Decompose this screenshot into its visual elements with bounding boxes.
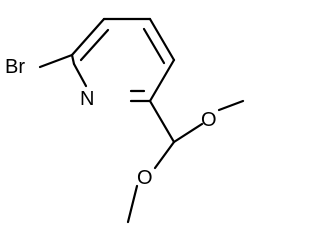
bond-o-upper-methyl bbox=[217, 99, 245, 112]
atom-labels: Br N O O bbox=[5, 56, 217, 189]
bond-acetal-o-upper bbox=[172, 122, 204, 144]
bond-n-c6 bbox=[72, 62, 88, 88]
atom-label-oxygen-upper: O bbox=[201, 109, 217, 131]
bond-c6-c5-double-outer bbox=[70, 17, 106, 57]
atom-label-nitrogen: N bbox=[80, 88, 94, 110]
atom-label-bromine: Br bbox=[5, 56, 25, 78]
bond-o-lower-methyl bbox=[126, 184, 139, 224]
bond-c4-c3-double-inner bbox=[142, 27, 166, 65]
molecule-drawing: Br N O O bbox=[5, 17, 245, 224]
bond-c6-br bbox=[38, 53, 74, 69]
bond-c4-c3-double-outer bbox=[148, 17, 176, 62]
bond-acetal-o-lower bbox=[153, 140, 176, 170]
bond-c2-acetal bbox=[148, 99, 176, 144]
atom-label-oxygen-lower: O bbox=[137, 167, 153, 189]
bond-c3-c2 bbox=[148, 58, 176, 103]
bonds bbox=[38, 17, 245, 224]
bond-c6-c5-link bbox=[70, 53, 76, 66]
structure-diagram: Br N O O bbox=[5, 17, 245, 224]
bond-c6-c5-double-inner bbox=[79, 28, 110, 62]
